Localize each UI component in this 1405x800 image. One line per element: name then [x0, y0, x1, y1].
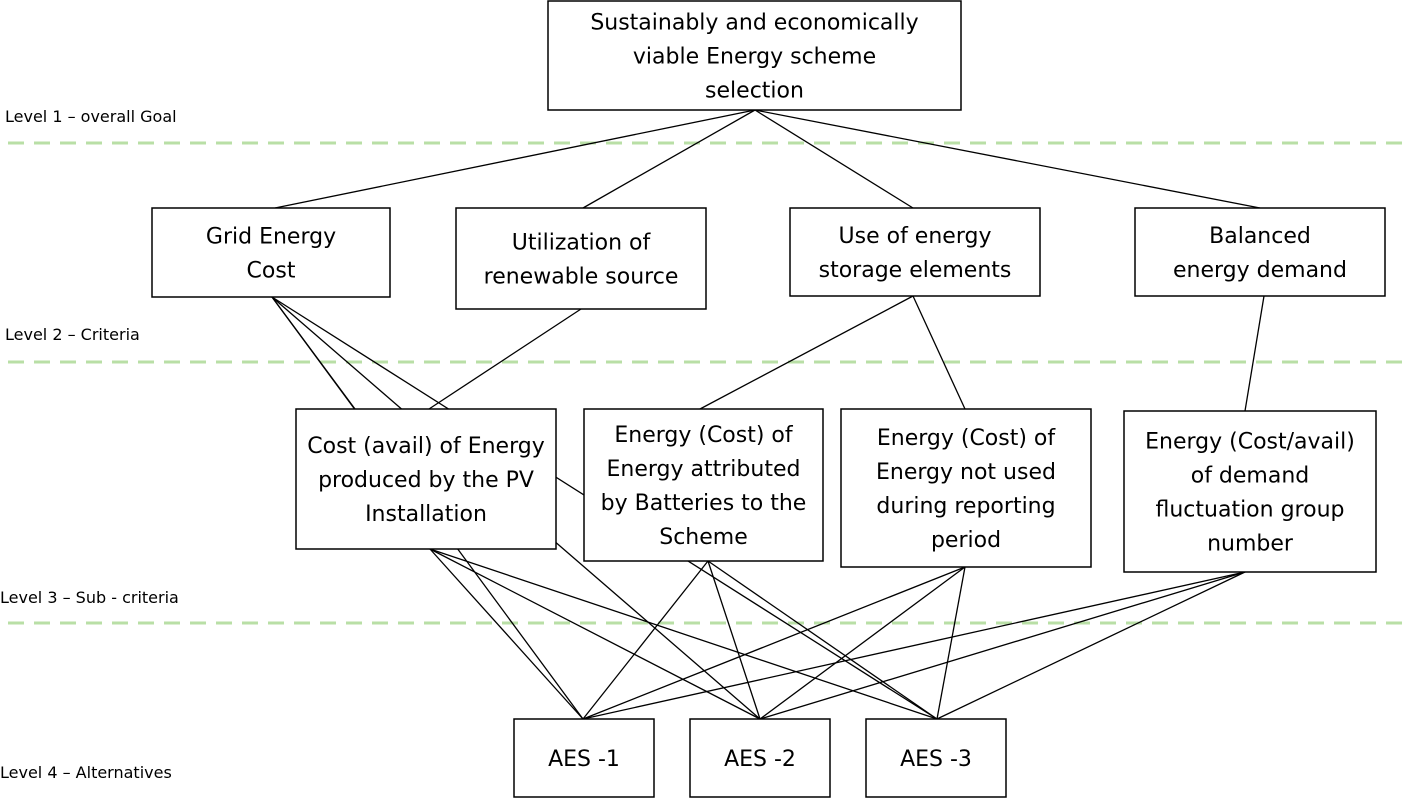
edge-s2-to-a2 [707, 560, 761, 720]
subcriterion-batteries-text-line: Scheme [659, 525, 748, 550]
edge-s2-to-a3 [707, 560, 938, 720]
level-1-label: Level 1 – overall Goal [5, 107, 177, 126]
criterion-balanced-demand-text-line: Balanced [1209, 224, 1311, 249]
subcriterion-demand-fluctuation: Energy (Cost/avail) of demand fluctuation … [1123, 410, 1377, 573]
edge-s1-to-a2 [429, 548, 761, 720]
subcriterion-demand-fluctuation-text-line: of demand [1191, 464, 1310, 489]
subcriterion-energy-not-used: Energy (Cost) of Energy not used during re… [840, 408, 1092, 568]
edge-goal-to-c2 [582, 109, 756, 209]
alternative-aes-2: AES -2 [689, 718, 831, 798]
subcriterion-pv-installation-text-line: produced by the PV [318, 468, 534, 493]
subcriterion-energy-not-used-text-line: Energy (Cost) of [877, 426, 1057, 451]
edge-goal-to-c1 [274, 109, 756, 209]
criterion-energy-storage-border [789, 207, 1041, 297]
goal-box-text-line: selection [705, 79, 804, 104]
subcriterion-pv-installation: Cost (avail) of Energy produced by the PV… [295, 408, 557, 550]
alternative-aes-3: AES -3 [865, 718, 1007, 798]
edge-goal-to-c4 [754, 109, 1261, 209]
goal-box-text-line: Sustainably and economically [590, 11, 918, 36]
edge-s4-to-a1 [582, 571, 1246, 720]
subcriterion-energy-not-used-border [840, 408, 1092, 568]
subcriterion-energy-not-used-text-line: period [931, 528, 1001, 553]
subcriterion-demand-fluctuation-text-line: number [1207, 532, 1294, 557]
edge-s3-to-a1 [582, 566, 966, 720]
edge-c2-to-s1 [428, 308, 582, 410]
subcriterion-demand-fluctuation-text-line: Energy (Cost/avail) [1145, 430, 1355, 455]
subcriterion-batteries: Energy (Cost) of Energy attributed by Batt… [583, 408, 824, 562]
subcriterion-energy-not-used-text-line: during reporting [876, 494, 1055, 519]
edge-s1-to-a1 [429, 548, 584, 720]
edge-s3-to-a2 [759, 566, 966, 720]
criterion-balanced-demand-border [1134, 207, 1386, 297]
edge-c3-to-s3 [912, 295, 966, 410]
alternative-aes-2-border [689, 718, 831, 798]
subcriterion-pv-installation-text-line: Installation [365, 502, 487, 527]
criterion-grid-energy-cost-text-line: Grid Energy [206, 225, 336, 250]
edge-goal-to-c3 [754, 109, 914, 209]
subcriterion-batteries-text-line: by Batteries to the [601, 491, 807, 516]
subcriterion-batteries-text-line: Energy attributed [607, 457, 801, 482]
subcriterion-batteries-text-line: Energy (Cost) of [614, 423, 794, 448]
criterion-grid-energy-cost-text-line: Cost [247, 259, 296, 284]
subcriterion-pv-installation-border [295, 408, 557, 550]
alternative-aes-1-text-line: AES -1 [548, 747, 620, 772]
alternative-aes-3-text-line: AES -3 [900, 747, 972, 772]
criterion-renewable-source: Utilization of renewable source [455, 207, 707, 310]
level-2-label: Level 2 – Criteria [5, 325, 140, 344]
criterion-renewable-source-border [455, 207, 707, 310]
level-4-label: Level 4 – Alternatives [0, 763, 172, 782]
subcriterion-demand-fluctuation-border [1123, 410, 1377, 573]
alternative-aes-1: AES -1 [513, 718, 655, 798]
alternative-aes-1-border [513, 718, 655, 798]
edge-s2-to-a1 [582, 560, 709, 720]
subcriterion-demand-fluctuation-text-line: fluctuation group [1156, 498, 1345, 523]
edge-s3-to-a3 [936, 566, 966, 720]
criterion-renewable-source-text-line: Utilization of [512, 231, 652, 256]
edge-c3-to-s2 [699, 295, 914, 410]
criterion-energy-storage: Use of energy storage elements [789, 207, 1041, 297]
nodes: Sustainably and economically viable Energ… [151, 0, 1386, 798]
alternative-aes-3-border [865, 718, 1007, 798]
alternative-aes-2-text-line: AES -2 [724, 747, 796, 772]
subcriterion-pv-installation-text-line: Cost (avail) of Energy [307, 434, 545, 459]
goal-box-border [547, 0, 962, 111]
goal-box: Sustainably and economically viable Energ… [547, 0, 962, 111]
level-3-label: Level 3 – Sub - criteria [0, 588, 179, 607]
edge-c4-to-s4 [1244, 295, 1265, 412]
criterion-renewable-source-text-line: renewable source [484, 265, 679, 290]
criterion-energy-storage-text-line: Use of energy [839, 224, 992, 249]
edge-s4-to-a3 [936, 571, 1246, 720]
criterion-energy-storage-text-line: storage elements [819, 258, 1012, 283]
edge-s4-to-a2 [759, 571, 1246, 720]
subcriterion-batteries-border [583, 408, 824, 562]
criterion-balanced-demand-text-line: energy demand [1173, 258, 1347, 283]
criterion-grid-energy-cost-border [151, 207, 391, 298]
subcriterion-energy-not-used-text-line: Energy not used [876, 460, 1056, 485]
criterion-balanced-demand: Balanced energy demand [1134, 207, 1386, 297]
goal-box-text-line: viable Energy scheme [633, 45, 876, 70]
level-labels: Level 1 – overall Goal Level 2 – Criteri… [0, 107, 179, 782]
